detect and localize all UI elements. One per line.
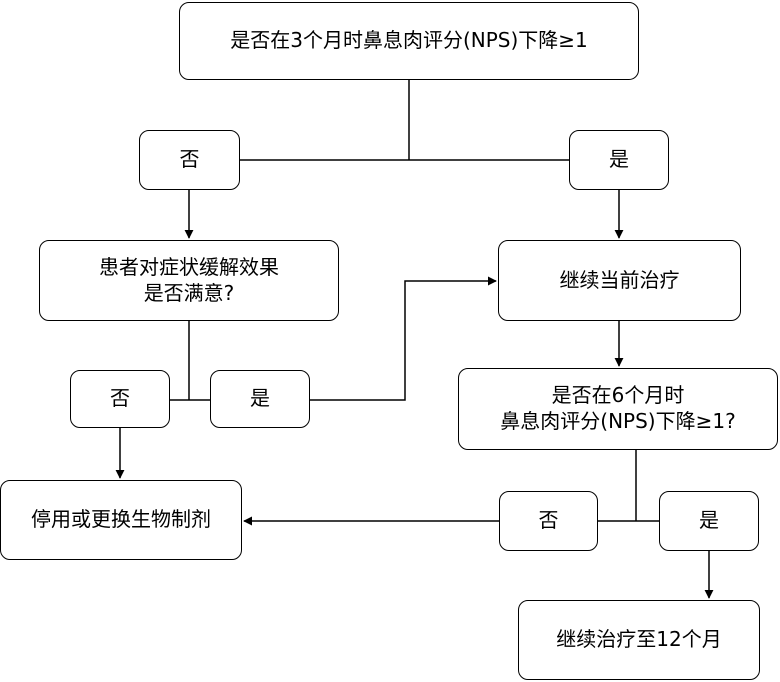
question-6-month-nps-line2: 鼻息肉评分(NPS)下降≥1?	[500, 409, 736, 433]
continue-to-12-months: 继续治疗至12个月	[518, 600, 760, 680]
q1-yes-label: 是	[569, 130, 669, 190]
q2-no-label: 否	[70, 370, 170, 428]
question-6-month-nps: 是否在6个月时 鼻息肉评分(NPS)下降≥1?	[458, 368, 778, 450]
question-3-month-nps: 是否在3个月时鼻息肉评分(NPS)下降≥1	[179, 2, 639, 80]
q1-no-label: 否	[139, 130, 240, 190]
question-patient-satisfaction-line2: 是否满意?	[143, 280, 235, 305]
q2-yes-label: 是	[210, 370, 310, 428]
q3-yes-label: 是	[659, 491, 759, 551]
stop-or-switch-biologic: 停用或更换生物制剂	[0, 480, 242, 560]
q3-no-label: 否	[499, 491, 598, 551]
arrow-q2-yes-to-continue	[310, 276, 497, 401]
question-6-month-nps-line1: 是否在6个月时	[551, 383, 685, 408]
question-3-month-nps-text: 是否在3个月时鼻息肉评分(NPS)下降≥1	[230, 28, 588, 53]
question-patient-satisfaction: 患者对症状缓解效果 是否满意?	[39, 240, 339, 321]
question-patient-satisfaction-line1: 患者对症状缓解效果	[99, 254, 279, 279]
continue-current-treatment: 继续当前治疗	[498, 240, 741, 321]
